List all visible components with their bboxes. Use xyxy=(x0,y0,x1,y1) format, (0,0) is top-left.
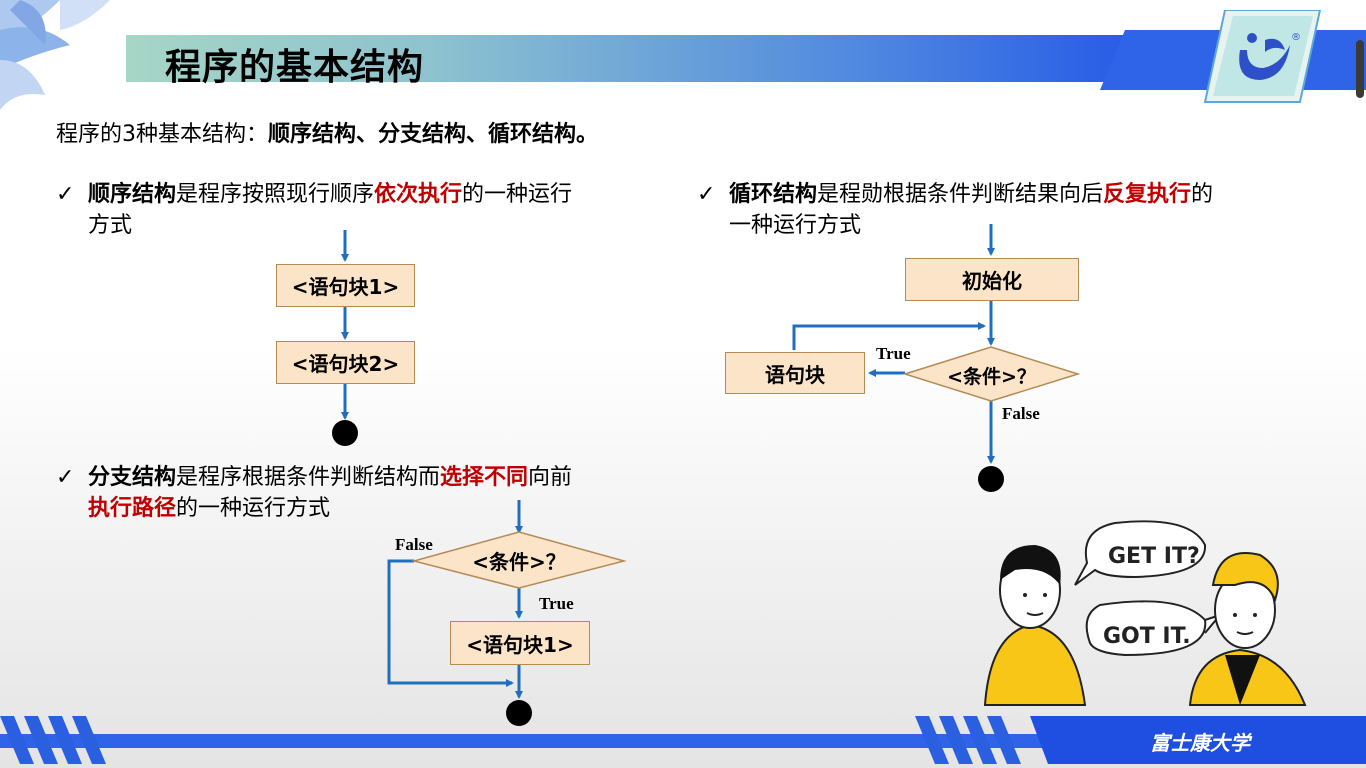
loop-condition-label: <条件>？ xyxy=(947,366,1036,388)
brand-logo-icon: ® xyxy=(1239,32,1301,80)
branch-highlight1: 选择不同 xyxy=(440,465,529,490)
branch-term: 分支结构 xyxy=(88,465,177,490)
check-icon: ✓ xyxy=(56,465,75,490)
sequence-bullet: ✓ 顺序结构是程序按照现行顺序依次执行的一种运行 方式 xyxy=(56,179,676,241)
branch-condition-diamond xyxy=(411,531,627,589)
speech-bubble-1 xyxy=(1074,520,1207,586)
loop-line2: 一种运行方式 xyxy=(729,213,862,238)
sequence-highlight: 依次执行 xyxy=(374,182,463,207)
page-title: 程序的基本结构 xyxy=(165,47,425,88)
loop-highlight: 反复执行 xyxy=(1103,182,1192,207)
speech-bubble-2 xyxy=(1085,600,1224,657)
cartoon-illustration: GET IT? GOT IT. xyxy=(983,520,1307,706)
logo-badge: ® xyxy=(1100,10,1366,103)
footer-school-name: 富士康大学 xyxy=(1150,731,1250,755)
loop-text2: 的 xyxy=(1191,182,1214,207)
loop-true-label: True xyxy=(876,344,911,363)
seq-block2: <语句块2> xyxy=(276,341,415,384)
intro-line: 程序的3种基本结构：顺序结构、分支结构、循环结构。 xyxy=(56,116,598,148)
intro-prefix: 程序的3种基本结构： xyxy=(56,122,268,147)
footer-band xyxy=(0,716,1366,764)
bubble1-text: GET IT? xyxy=(1108,544,1200,569)
branch-text1: 是程序根据条件判断结构而 xyxy=(176,465,441,490)
seq-block1: <语句块1> xyxy=(276,264,415,307)
branch-bullet: ✓ 分支结构是程序根据条件判断结构而选择不同向前 执行路径的一种运行方式 xyxy=(56,462,676,524)
loop-init-box: 初始化 xyxy=(905,258,1079,301)
scrollbar-thumb[interactable] xyxy=(1356,40,1364,98)
branch-false-path xyxy=(387,559,514,687)
branch-text3: 的一种运行方式 xyxy=(176,496,331,521)
branch-false-label: False xyxy=(395,535,433,554)
sequence-text2: 的一种运行 xyxy=(462,182,573,207)
intro-bold: 顺序结构、分支结构、循环结构。 xyxy=(268,122,599,147)
seq-end-dot xyxy=(332,420,358,446)
loop-end-dot xyxy=(978,466,1004,492)
loop-back-path xyxy=(792,322,986,350)
person-left xyxy=(983,545,1087,706)
loop-bullet: ✓ 循环结构是程勋根据条件判断结果向后反复执行的 一种运行方式 xyxy=(697,179,1317,241)
corner-flower-decoration xyxy=(0,0,110,110)
loop-condition-diamond xyxy=(902,346,1081,402)
branch-condition-label: <条件>？ xyxy=(472,550,566,574)
loop-text1: 是程勋根据条件判断结果向后 xyxy=(817,182,1104,207)
bubble2-text: GOT IT. xyxy=(1103,624,1191,649)
sequence-text1: 是程序按照现行顺序 xyxy=(176,182,375,207)
loop-term: 循环结构 xyxy=(729,182,818,207)
svg-text:®: ® xyxy=(1291,32,1301,43)
branch-text2: 向前 xyxy=(528,465,573,490)
branch-true-label: True xyxy=(539,594,574,613)
branch-end-dot xyxy=(506,700,532,726)
check-icon: ✓ xyxy=(697,182,716,207)
sequence-line2: 方式 xyxy=(88,213,133,238)
sequence-term: 顺序结构 xyxy=(88,182,177,207)
branch-block: <语句块1> xyxy=(450,621,590,665)
loop-block-box: 语句块 xyxy=(725,352,865,394)
loop-false-label: False xyxy=(1002,404,1040,423)
branch-highlight2: 执行路径 xyxy=(88,496,177,521)
person-right xyxy=(1188,552,1307,706)
check-icon: ✓ xyxy=(56,182,75,207)
